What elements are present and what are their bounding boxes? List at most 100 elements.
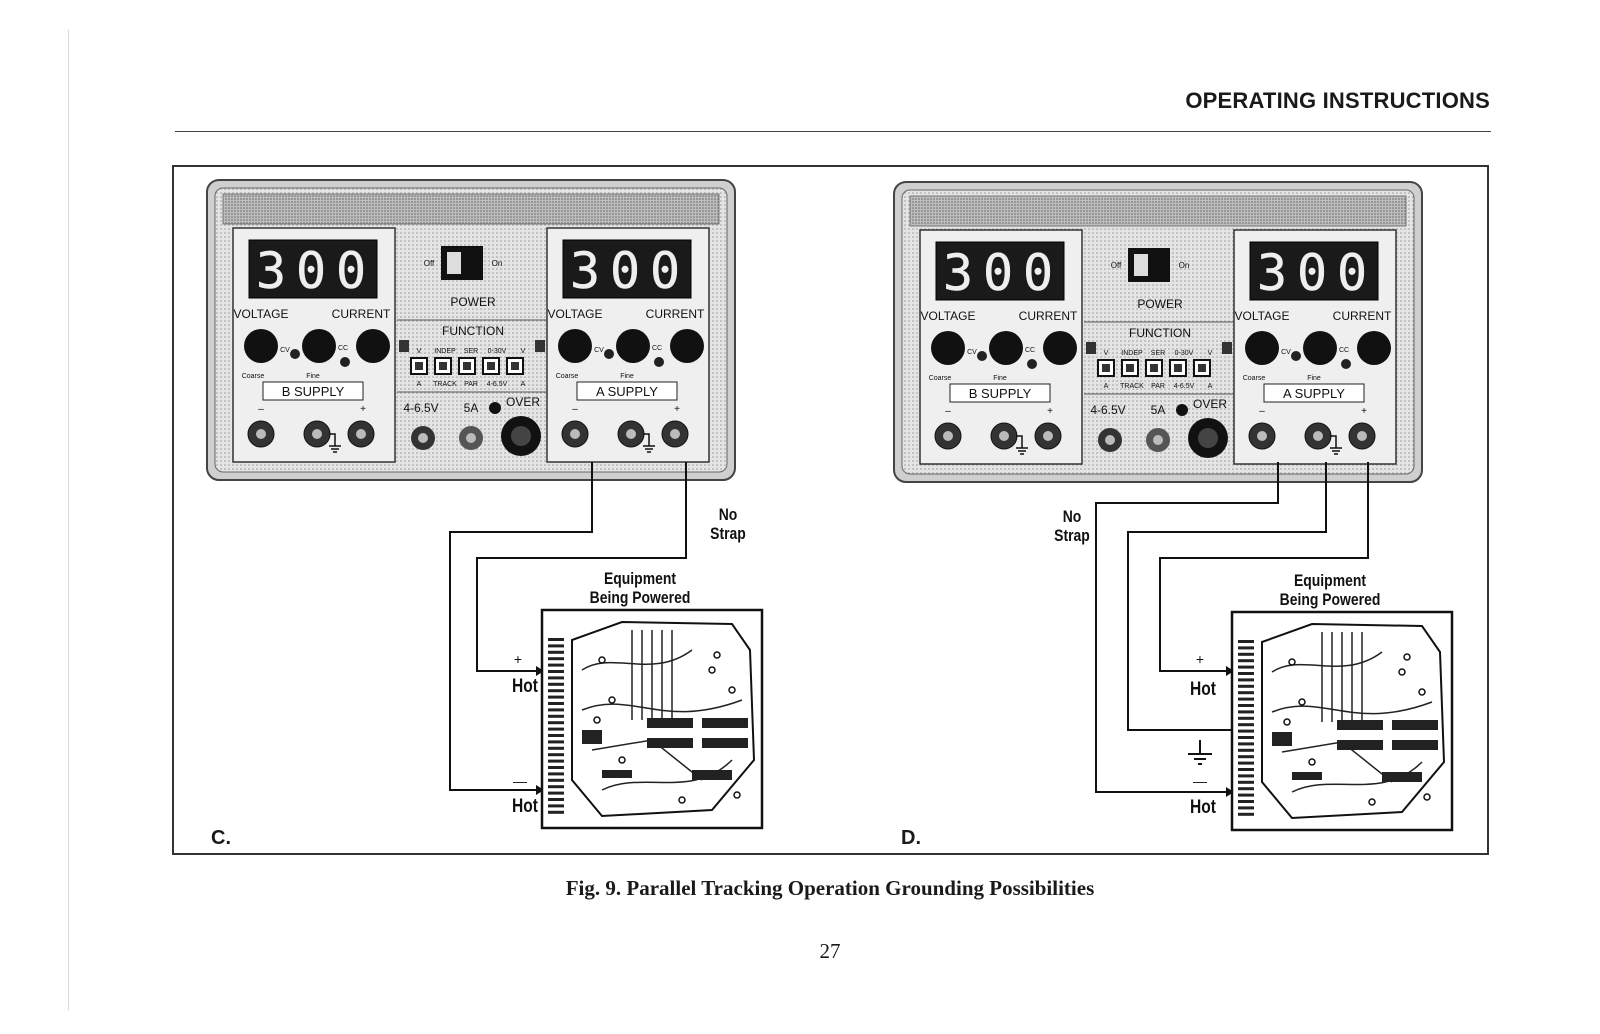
a-cc-led <box>1341 359 1351 369</box>
over-label: OVER <box>1193 397 1227 411</box>
range-low-label: 4-6.5V <box>1090 403 1125 417</box>
a-terminal-center <box>670 429 680 439</box>
function-bottom-label: 4-6.5V <box>1174 383 1195 390</box>
pcb-via <box>708 666 716 674</box>
range-low-terminal-center <box>1105 435 1115 445</box>
pcb-edge-pad <box>548 778 564 782</box>
b-voltage-fine-knob <box>302 329 336 363</box>
a-cv-led <box>1291 351 1301 361</box>
function-label: FUNCTION <box>442 324 504 338</box>
pcb-edge-pad <box>548 785 564 789</box>
pcb-edge-pad <box>1238 755 1254 759</box>
a-ground-symbol <box>643 433 655 453</box>
function-top-label: INDEP <box>434 348 456 355</box>
pcb-edge-pad <box>1238 774 1254 778</box>
b-plus-sign: + <box>1047 406 1053 417</box>
a-terminal-center <box>1257 431 1267 441</box>
a-cc-label: CC <box>652 345 662 352</box>
pcb-chip <box>1392 720 1438 730</box>
pcb-edge-pad <box>548 766 564 769</box>
function-indicator-left <box>399 340 409 352</box>
plus-mark-c: + <box>514 651 522 667</box>
a-display-c <box>562 239 692 299</box>
over-led <box>1176 404 1188 416</box>
b-supply-tag <box>262 381 364 401</box>
pcb-edge-pad <box>1238 761 1254 765</box>
b-cv-led <box>290 349 300 359</box>
pcb-chip <box>1272 732 1292 746</box>
over-led <box>489 402 501 414</box>
power-label: POWER <box>450 295 496 309</box>
pcb-chip <box>692 770 732 780</box>
pcb-edge-pad <box>548 791 564 795</box>
b-terminal-center <box>999 431 1009 441</box>
a-plus-sign: + <box>674 404 680 415</box>
figure-caption: Fig. 9. Parallel Tracking Operation Grou… <box>565 876 1095 900</box>
range-amp-terminal-center <box>466 433 476 443</box>
pcb-chip <box>602 770 632 778</box>
range-amp-label: 5A <box>1151 403 1166 417</box>
a-coarse-label: Coarse <box>1243 375 1266 382</box>
function-top-label: 0-30V <box>1175 350 1194 357</box>
pcb-via <box>618 756 626 764</box>
function-bottom-label: TRACK <box>1120 383 1144 390</box>
pcb-chip <box>1392 740 1438 750</box>
pcb-edge-pad <box>1238 748 1254 752</box>
a-fine-label: Fine <box>620 373 634 380</box>
b-terminal-center <box>356 429 366 439</box>
power-switch-rocker <box>1134 254 1148 276</box>
b-display-digit: 3 <box>943 244 973 302</box>
pcb-edge-pad <box>1238 646 1254 650</box>
wire-c-minus <box>449 462 593 791</box>
pcb-edge-pad <box>1238 659 1254 663</box>
section-title: OPERATING INSTRUCTIONS <box>1185 88 1490 113</box>
pcb-chip <box>702 738 748 748</box>
pcb-edge-pad <box>1238 729 1254 733</box>
a-voltage-label: VOLTAGE <box>1235 309 1290 323</box>
pcb-via <box>1368 798 1376 806</box>
brand-strip <box>222 193 720 225</box>
wire-c-plus <box>476 462 687 672</box>
a-coarse-label: Coarse <box>556 373 579 380</box>
brand-strip <box>909 195 1407 227</box>
function-top-label: SER <box>464 348 478 355</box>
wire-d-minus <box>1095 462 1279 793</box>
pcb-trace <box>1271 651 1383 673</box>
page-margin-line <box>68 30 69 1010</box>
b-cc-led <box>1027 359 1037 369</box>
a-current-label: CURRENT <box>1333 309 1392 323</box>
figure-frame <box>172 165 1489 855</box>
pcb-edge-pad <box>548 714 564 718</box>
a-supply-label: A SUPPLY <box>596 384 658 399</box>
function-button-center <box>415 362 423 370</box>
pcb-via <box>1418 688 1426 696</box>
pcb-edge-pad <box>1238 806 1254 810</box>
pcb-edge-pad <box>548 657 564 661</box>
arrow-c-bottom <box>536 785 544 795</box>
a-supply-label: A SUPPLY <box>1283 386 1345 401</box>
function-bottom-label: A <box>521 381 526 388</box>
switch-on-label: On <box>1179 261 1190 270</box>
range-low-label: 4-6.5V <box>403 401 438 415</box>
pcb-trace <box>581 649 693 671</box>
function-bottom-label: A <box>1104 383 1109 390</box>
a-terminal-center <box>1357 431 1367 441</box>
function-bottom-label: PAR <box>464 381 478 388</box>
pcb-edge-pad <box>1238 640 1254 643</box>
pcb-edge-pad <box>548 798 564 801</box>
b-current-knob <box>1043 331 1077 365</box>
b-voltage-label: VOLTAGE <box>234 307 289 321</box>
function-bottom-label: A <box>1208 383 1213 390</box>
function-button-center <box>1126 364 1134 372</box>
b-ground-symbol <box>329 433 341 453</box>
pcb-edge-pad <box>1238 787 1254 791</box>
b-terminal-center <box>1043 431 1053 441</box>
pcb-edge-pad <box>1238 678 1254 682</box>
b-cc-label: CC <box>338 345 348 352</box>
switch-off-label: Off <box>1111 261 1122 270</box>
a-display-digit: 0 <box>1297 244 1327 302</box>
function-top-label: SER <box>1151 350 1165 357</box>
page-number: 27 <box>819 939 841 963</box>
a-display-digit: 3 <box>570 242 600 300</box>
